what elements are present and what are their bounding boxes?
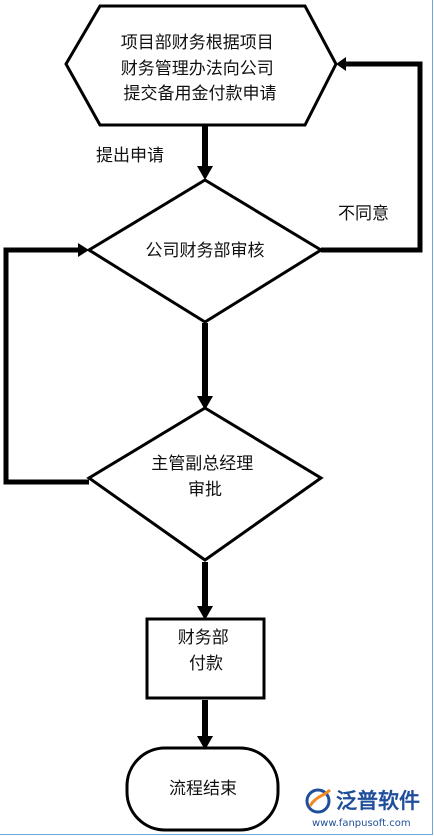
review-text: 公司财务部审核 (146, 241, 265, 261)
arrowhead-reject (336, 57, 346, 71)
arrowhead-approve (197, 396, 213, 410)
pay-box (145, 617, 266, 700)
arrowhead-review (197, 166, 213, 180)
approve-text: 主管副总经理 审批 (151, 454, 258, 500)
logo-name: 泛普软件 (336, 789, 420, 813)
start-text: 项目部财务根据项目 财务管理办法向公司 提交备用金付款申请 (121, 33, 279, 104)
brand-logo: 泛普软件 www.fanpusoft.com (305, 788, 420, 829)
start-hexagon (64, 4, 338, 127)
arrowhead-pay (197, 606, 213, 620)
approve-diamond (86, 406, 324, 562)
end-text: 流程结束 (169, 779, 237, 799)
logo-mark-icon (305, 788, 331, 814)
review-diamond (86, 178, 324, 324)
end-terminal (125, 746, 280, 832)
pay-text: 财务部 付款 (178, 628, 234, 674)
arrowhead-end (197, 736, 213, 750)
submit-label: 提出申请 (96, 146, 164, 166)
arrowhead-approve-loop (78, 243, 89, 257)
edge-reject-loop (321, 61, 423, 253)
logo-url: www.fanpusoft.com (312, 818, 411, 829)
reject-label: 不同意 (338, 204, 389, 224)
edge-approve-loop (3, 247, 89, 485)
